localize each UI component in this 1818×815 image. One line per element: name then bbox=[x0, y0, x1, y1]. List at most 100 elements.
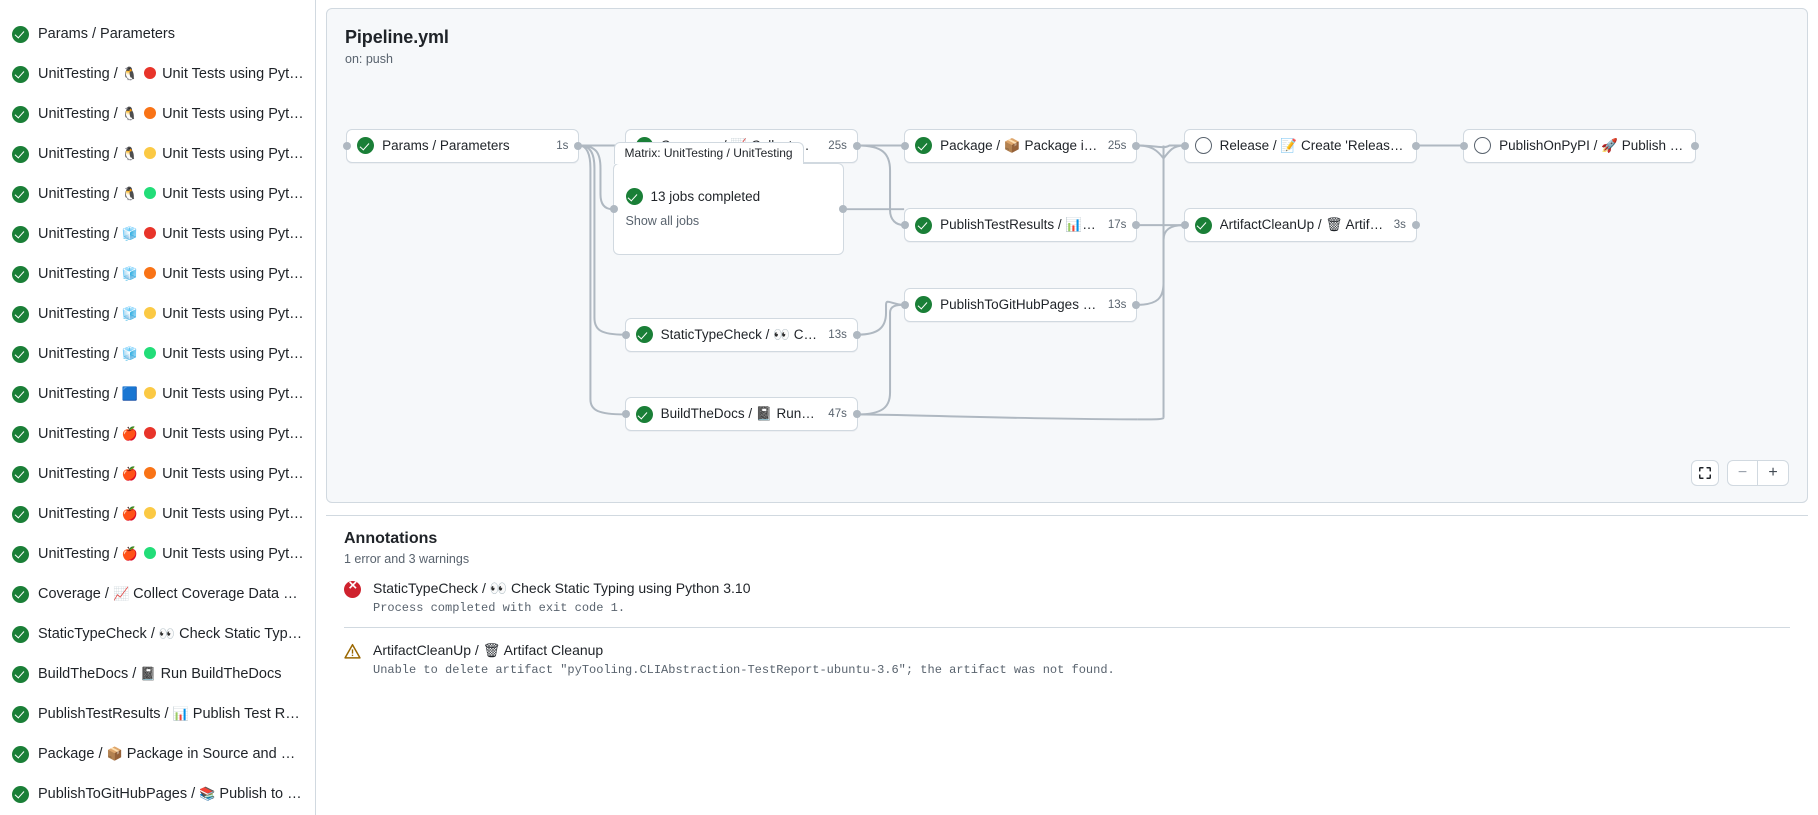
python-version-dot bbox=[144, 547, 157, 559]
workflow-node-btd[interactable]: BuildTheDocs / 📓 Run Buil... 47s bbox=[621, 397, 861, 432]
sidebar-job-item[interactable]: UnitTesting / 🍎 Unit Tests using Pyth... bbox=[0, 414, 315, 454]
success-icon bbox=[12, 145, 29, 163]
os-icon: 🐧 bbox=[121, 107, 139, 122]
node-label: PublishTestResults / 📊 Pu... bbox=[940, 217, 1098, 233]
os-icon: 📓 bbox=[140, 667, 157, 682]
os-icon: 🐧 bbox=[121, 187, 139, 202]
success-icon bbox=[635, 326, 653, 344]
success-icon bbox=[12, 705, 29, 723]
node-duration: 47s bbox=[828, 408, 847, 421]
success-icon bbox=[12, 625, 29, 643]
sidebar-job-label: PublishToGitHubPages / 📚 Publish to G... bbox=[38, 786, 305, 802]
sidebar-job-item[interactable]: UnitTesting / 🧊 Unit Tests using Pyth... bbox=[0, 254, 315, 294]
sidebar-job-item[interactable]: Coverage / 📈 Collect Coverage Data usi..… bbox=[0, 574, 315, 614]
zoom-button-group[interactable]: − + bbox=[1727, 460, 1789, 486]
node-input-port bbox=[343, 141, 352, 150]
workflow-node-acu[interactable]: ArtifactCleanUp / 🗑 Artifac...3s bbox=[1180, 208, 1420, 243]
node-input-port bbox=[901, 300, 910, 309]
workflow-node-ptr[interactable]: PublishTestResults / 📊 Pu...17s bbox=[901, 208, 1141, 243]
node-input-port bbox=[1180, 221, 1189, 230]
sidebar-job-label: UnitTesting / 🍎 Unit Tests using Pyth... bbox=[38, 546, 305, 562]
annotations-section: Annotations 1 error and 3 warnings Stati… bbox=[326, 515, 1808, 815]
sidebar-job-item[interactable]: StaticTypeCheck / 👀 Check Static Typing.… bbox=[0, 614, 315, 654]
zoom-in-button[interactable]: + bbox=[1768, 464, 1778, 481]
edge-lines bbox=[579, 144, 1464, 421]
annotation-description: Unable to delete artifact "pyTooling.CLI… bbox=[373, 663, 1115, 677]
sidebar-job-item[interactable]: Params / Parameters bbox=[0, 14, 315, 54]
python-version-dot bbox=[144, 307, 157, 319]
node-label: Release / 📝 Create 'Release P... bbox=[1219, 137, 1406, 153]
sidebar-job-item[interactable]: Package / 📦 Package in Source and Wh... bbox=[0, 734, 315, 774]
sidebar-job-item[interactable]: UnitTesting / 🟦 Unit Tests using Pyth... bbox=[0, 374, 315, 414]
sidebar-job-label: UnitTesting / 🍎 Unit Tests using Pyth... bbox=[38, 506, 305, 522]
workflow-node-release[interactable]: Release / 📝 Create 'Release P... bbox=[1180, 128, 1420, 163]
sidebar-job-label: Params / Parameters bbox=[38, 26, 175, 42]
workflow-graph-card[interactable]: Pipeline.yml on: push bbox=[326, 8, 1808, 503]
sidebar-job-label: UnitTesting / 🐧 Unit Tests using Pyth... bbox=[38, 186, 305, 202]
graph-header: Pipeline.yml on: push bbox=[345, 27, 449, 66]
os-icon: 🐧 bbox=[121, 147, 139, 162]
sidebar-job-label: Coverage / 📈 Collect Coverage Data usi..… bbox=[38, 586, 305, 602]
sidebar-job-item[interactable]: UnitTesting / 🐧 Unit Tests using Pyth... bbox=[0, 94, 315, 134]
sidebar-job-item[interactable]: UnitTesting / 🍎 Unit Tests using Pyth... bbox=[0, 494, 315, 534]
success-icon bbox=[12, 265, 29, 283]
sidebar-job-item[interactable]: UnitTesting / 🧊 Unit Tests using Pyth... bbox=[0, 334, 315, 374]
sidebar-job-item[interactable]: PublishToGitHubPages / 📚 Publish to G... bbox=[0, 774, 315, 814]
node-duration: 13s bbox=[828, 328, 847, 341]
workflow-node-pypi[interactable]: PublishOnPyPI / 🚀 Publish to ... bbox=[1460, 128, 1700, 163]
skipped-icon bbox=[1474, 137, 1492, 154]
sidebar-job-item[interactable]: BuildTheDocs / 📓 Run BuildTheDocs bbox=[0, 654, 315, 694]
sidebar-job-label: PublishTestResults / 📊 Publish Test Resu… bbox=[38, 706, 305, 722]
fit-to-screen-button[interactable] bbox=[1691, 460, 1719, 486]
os-icon: 🍎 bbox=[121, 547, 139, 562]
node-input-port bbox=[1180, 141, 1189, 150]
success-icon bbox=[1194, 216, 1212, 234]
matrix-input-port bbox=[609, 205, 618, 214]
sidebar-job-item[interactable]: PublishTestResults / 📊 Publish Test Resu… bbox=[0, 694, 315, 734]
sidebar-job-item[interactable]: UnitTesting / 🐧 Unit Tests using Pyth... bbox=[0, 54, 315, 94]
annotation-title: StaticTypeCheck / 👀 Check Static Typing … bbox=[373, 580, 751, 596]
success-icon bbox=[12, 385, 29, 403]
node-label: ArtifactCleanUp / 🗑 Artifac... bbox=[1219, 217, 1384, 233]
python-version-dot bbox=[144, 187, 157, 199]
node-input-port bbox=[901, 141, 910, 150]
show-all-jobs-link[interactable]: Show all jobs bbox=[625, 214, 700, 229]
matrix-group[interactable]: Matrix: UnitTesting / UnitTesting 13 job… bbox=[609, 142, 847, 255]
node-duration: 25s bbox=[828, 139, 847, 152]
sidebar-job-item[interactable]: UnitTesting / 🐧 Unit Tests using Pyth... bbox=[0, 134, 315, 174]
sidebar-job-item[interactable]: UnitTesting / 🧊 Unit Tests using Pyth... bbox=[0, 294, 315, 334]
annotations-count: 1 error and 3 warnings bbox=[344, 552, 470, 566]
sidebar-job-label: UnitTesting / 🍎 Unit Tests using Pyth... bbox=[38, 426, 305, 442]
os-icon: 🟦 bbox=[121, 387, 139, 402]
node-duration: 13s bbox=[1107, 298, 1127, 311]
sidebar-job-item[interactable]: UnitTesting / 🧊 Unit Tests using Pyth... bbox=[0, 214, 315, 254]
node-label: BuildTheDocs / 📓 Run Buil... bbox=[660, 406, 819, 422]
fullscreen-icon bbox=[1699, 467, 1711, 479]
success-icon bbox=[915, 137, 933, 154]
sidebar-job-label: UnitTesting / 🧊 Unit Tests using Pyth... bbox=[38, 346, 305, 362]
skipped-icon bbox=[1194, 137, 1212, 154]
workflow-node-pgh[interactable]: PublishToGitHubPages / 📚 ...13s bbox=[901, 287, 1141, 322]
annotation-item[interactable]: StaticTypeCheck / 👀 Check Static Typing … bbox=[344, 566, 1790, 628]
sidebar-job-item[interactable]: UnitTesting / 🐧 Unit Tests using Pyth... bbox=[0, 174, 315, 214]
success-icon bbox=[915, 216, 933, 234]
workflow-node-package[interactable]: Package / 📦 Package in So...25s bbox=[901, 128, 1141, 163]
node-label: PublishOnPyPI / 🚀 Publish to ... bbox=[1499, 137, 1686, 153]
sidebar-job-label: UnitTesting / 🟦 Unit Tests using Pyth... bbox=[38, 386, 305, 402]
os-icon: 📚 bbox=[199, 787, 216, 802]
workflow-node-stc[interactable]: StaticTypeCheck / 👀 Chec...13s bbox=[621, 317, 861, 352]
sidebar-job-item[interactable]: UnitTesting / 🍎 Unit Tests using Pyth... bbox=[0, 454, 315, 494]
python-version-dot bbox=[144, 467, 157, 479]
os-icon: 🧊 bbox=[121, 227, 139, 242]
python-version-dot bbox=[144, 227, 157, 239]
graph-canvas[interactable]: Params / Parameters1sCoverage / 📈 Collec… bbox=[327, 9, 1807, 502]
sidebar-job-item[interactable]: UnitTesting / 🍎 Unit Tests using Pyth... bbox=[0, 534, 315, 574]
success-icon bbox=[915, 296, 933, 314]
zoom-out-button[interactable]: − bbox=[1728, 461, 1758, 485]
zoom-controls[interactable]: − + bbox=[1691, 460, 1789, 486]
sidebar-job-label: UnitTesting / 🐧 Unit Tests using Pyth... bbox=[38, 106, 305, 122]
